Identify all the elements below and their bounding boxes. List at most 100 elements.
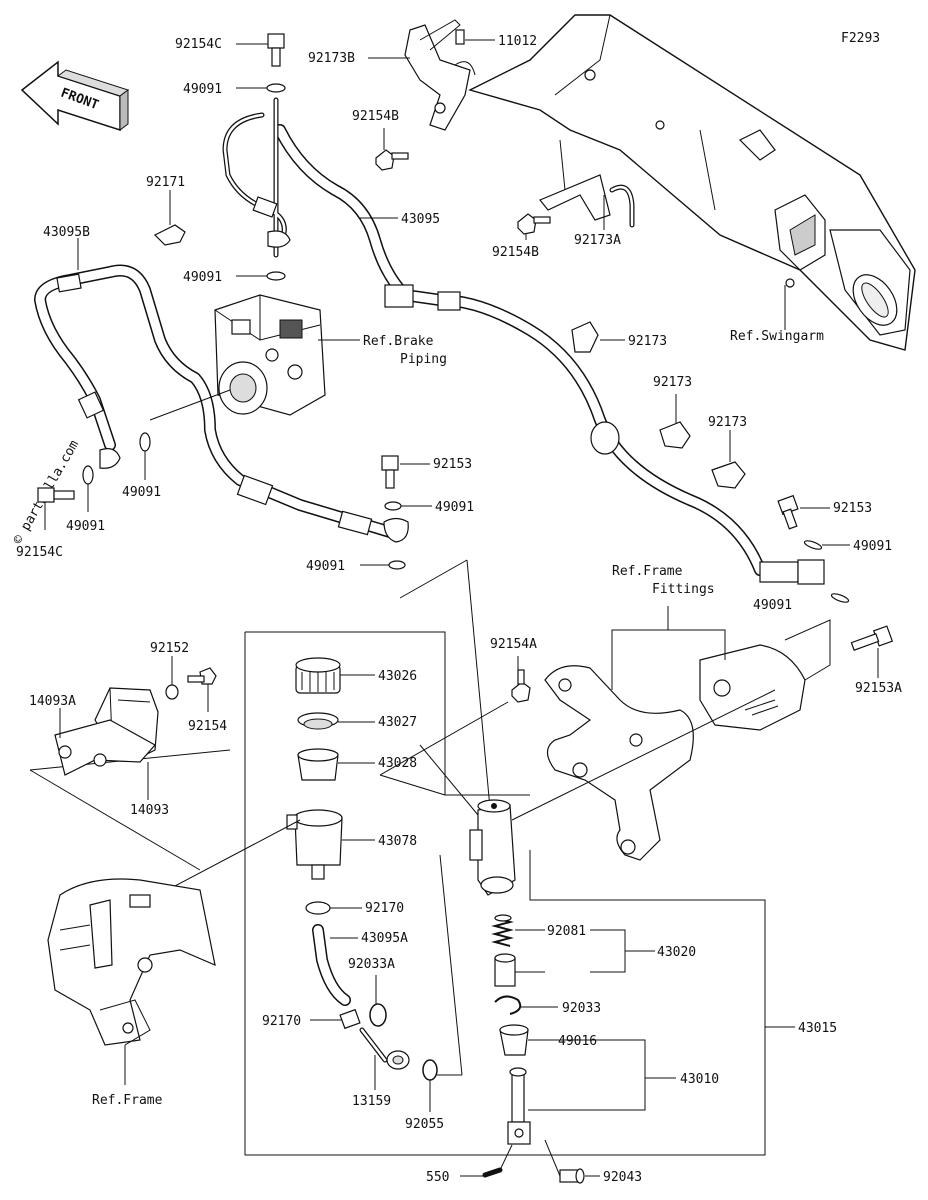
hose-43095B <box>34 264 396 538</box>
ref-brake-piping-1: Ref.Brake <box>363 334 434 349</box>
label-11012: 11012 <box>498 34 537 49</box>
label-92153-b: 92153 <box>833 501 872 516</box>
diaphragm-43028 <box>297 748 339 781</box>
bolt-92154B-upper <box>375 149 409 171</box>
abs-unit <box>214 294 326 416</box>
label-92043: 92043 <box>603 1170 642 1185</box>
label-92173B: 92173B <box>308 51 355 66</box>
label-92153-a: 92153 <box>433 457 472 472</box>
label-43015: 43015 <box>798 1021 837 1036</box>
washer-49091-a <box>266 83 286 93</box>
clamp-92170-b <box>339 1008 361 1030</box>
reservoir-cap-43026 <box>295 657 341 694</box>
union-11012 <box>455 29 465 45</box>
label-43010: 43010 <box>680 1072 719 1087</box>
label-92170-a: 92170 <box>365 901 404 916</box>
label-43095: 43095 <box>401 212 440 227</box>
guard-14093 <box>54 687 159 776</box>
washer-49091-c <box>82 465 94 485</box>
bolt-92153-b <box>777 494 799 530</box>
label-92152: 92152 <box>150 641 189 656</box>
master-cylinder-body <box>469 799 516 896</box>
bolt-92154C-bottom <box>37 487 75 503</box>
label-49091-a: 49091 <box>183 82 222 97</box>
label-92153A: 92153A <box>855 681 902 696</box>
label-92081: 92081 <box>547 924 586 939</box>
label-92154A: 92154A <box>490 637 537 652</box>
piston-43020 <box>494 953 516 987</box>
label-92154C-top: 92154C <box>175 37 222 52</box>
label-92154: 92154 <box>188 719 227 734</box>
spring-92081 <box>491 914 514 947</box>
label-92154C-bottom: 92154C <box>16 545 63 560</box>
bolt-92154 <box>187 667 217 685</box>
bolt-92153-a <box>381 455 399 489</box>
label-14093A: 14093A <box>29 694 76 709</box>
boot-49016 <box>499 1024 529 1056</box>
push-rod-43010 <box>507 1067 531 1145</box>
washer-49091-d <box>139 432 151 452</box>
label-92171: 92171 <box>146 175 185 190</box>
hose-43095 <box>274 124 825 585</box>
label-92173-a: 92173 <box>628 334 667 349</box>
washer-49091-h <box>830 593 850 603</box>
bolt-92154C-top <box>267 33 285 67</box>
label-49091-h: 49091 <box>753 598 792 613</box>
ref-frame-fittings-1: Ref.Frame <box>612 564 683 579</box>
label-92173A: 92173A <box>574 233 621 248</box>
label-49091-d: 49091 <box>122 485 161 500</box>
label-43078: 43078 <box>378 834 417 849</box>
label-43095B: 43095B <box>43 225 90 240</box>
bolt-92154B-lower <box>517 213 551 235</box>
washer-49091-e <box>384 501 402 511</box>
label-49091-e: 49091 <box>435 500 474 515</box>
label-92173-b: 92173 <box>653 375 692 390</box>
pin-92043 <box>559 1168 585 1184</box>
label-92033: 92033 <box>562 1001 601 1016</box>
bracket-92173B <box>404 19 476 131</box>
label-92154B-a: 92154B <box>352 109 399 124</box>
clip-92171 <box>153 224 186 246</box>
diagram-code: F2293 <box>841 31 880 46</box>
frame-fittings-bracket <box>544 644 806 861</box>
bracket-92173A <box>539 139 635 228</box>
label-92055: 92055 <box>405 1117 444 1132</box>
label-49091-b: 49091 <box>183 270 222 285</box>
clip-92173-b <box>659 421 691 449</box>
cotter-pin-550 <box>482 1167 503 1178</box>
washer-92152 <box>165 684 179 700</box>
ref-brake-piping-2: Piping <box>400 352 447 367</box>
swingarm <box>468 14 916 351</box>
hose-fitting-left <box>99 448 121 469</box>
label-49091-g: 49091 <box>853 539 892 554</box>
washer-49091-g <box>803 540 823 550</box>
hose-fitting-center <box>383 517 409 543</box>
label-49091-c: 49091 <box>66 519 105 534</box>
label-43020: 43020 <box>657 945 696 960</box>
label-13159: 13159 <box>352 1094 391 1109</box>
washer-49091-f <box>388 560 406 570</box>
bolt-92154A <box>511 669 531 703</box>
ref-frame-label: Ref.Frame <box>92 1093 163 1108</box>
bolt-92153A <box>850 625 894 651</box>
label-92173-c: 92173 <box>708 415 747 430</box>
clip-92173-a <box>571 321 599 353</box>
front-arrow-icon <box>20 60 130 132</box>
label-49091-f: 49091 <box>306 559 345 574</box>
clip-92173-c <box>711 461 746 489</box>
label-43027: 43027 <box>378 715 417 730</box>
label-49016: 49016 <box>558 1034 597 1049</box>
o-ring-92055 <box>422 1059 438 1081</box>
ref-swingarm-label: Ref.Swingarm <box>730 329 824 344</box>
reservoir-43078 <box>286 809 343 880</box>
label-550: 550 <box>426 1170 449 1185</box>
label-43026: 43026 <box>378 669 417 684</box>
pipe-to-abs <box>222 97 291 258</box>
clamp-92170-a <box>305 901 331 915</box>
label-92170-b: 92170 <box>262 1014 301 1029</box>
circlip-92033A <box>369 1003 387 1027</box>
label-43028: 43028 <box>378 756 417 771</box>
ref-frame-fittings-2: Fittings <box>652 582 715 597</box>
label-92154B-b: 92154B <box>492 245 539 260</box>
